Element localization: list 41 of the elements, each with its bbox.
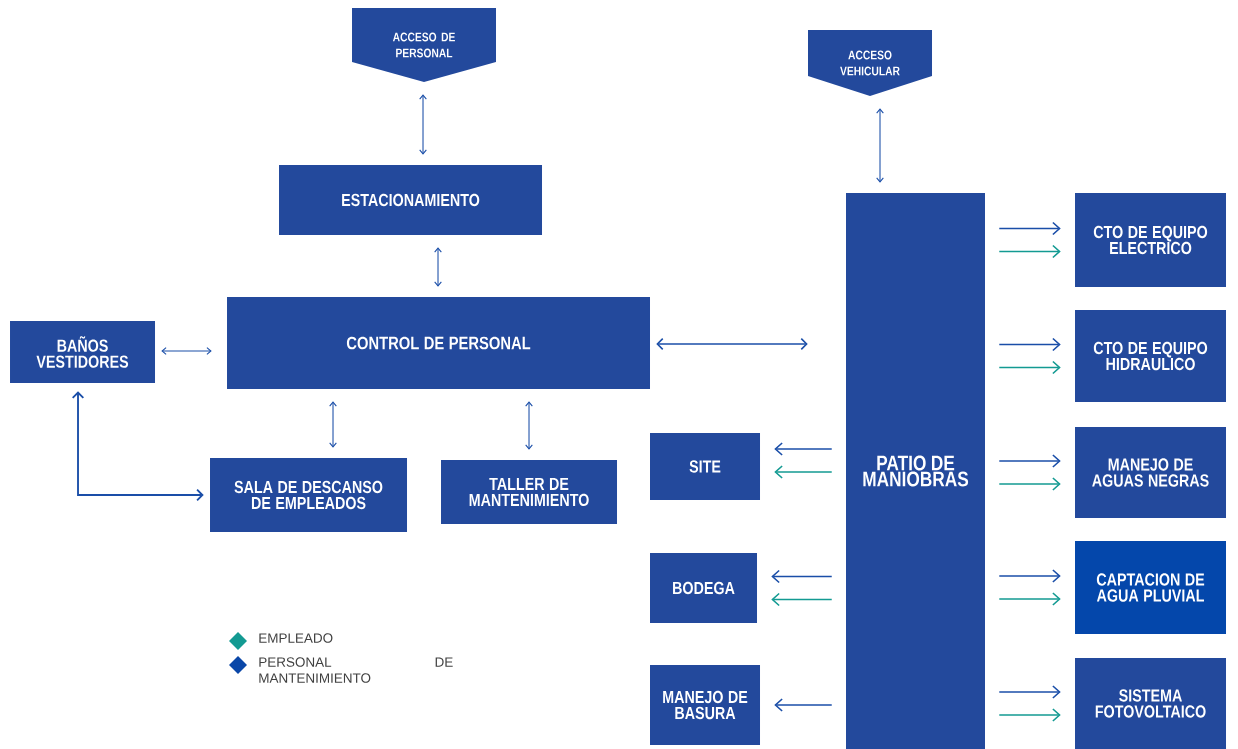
arrow: [771, 592, 833, 607]
area-box: CAPTACION DE AGUA PLUVIAL: [1075, 541, 1226, 634]
area-box: SITE: [650, 433, 760, 500]
arrow: [774, 442, 833, 456]
access-pentagon: ACCESO DE PERSONAL: [352, 8, 496, 82]
arrow: [998, 360, 1061, 375]
arrow: [771, 569, 833, 584]
arrow: [998, 708, 1061, 722]
arrow: [998, 592, 1061, 606]
arrow: [998, 337, 1061, 352]
arrow: [329, 401, 337, 448]
arrow: [434, 247, 442, 287]
arrow: [998, 477, 1061, 491]
area-box: BAÑOS VESTIDORES: [10, 321, 155, 383]
legend-label: PERSONAL DE MANTENIMIENTO: [259, 657, 453, 683]
area-box: ESTACIONAMIENTO: [279, 165, 542, 235]
area-box: SALA DE DESCANSO DE EMPLEADOS: [210, 458, 407, 532]
area-box: CONTROL DE PERSONAL: [227, 297, 650, 389]
arrow: [998, 569, 1061, 583]
legend-label: EMPLEADO: [259, 633, 333, 643]
area-box: CTO DE EQUIPO ELECTRICO: [1075, 193, 1226, 287]
area-box: BODEGA: [650, 553, 757, 623]
area-box: TALLER DE MANTENIMIENTO: [441, 460, 617, 524]
arrow: [656, 337, 808, 351]
area-box: MANEJO DE AGUAS NEGRAS: [1075, 427, 1226, 518]
arrow: [419, 94, 427, 155]
arrow: [876, 108, 884, 183]
arrow: [71, 391, 204, 502]
area-box: PATIO DE MANIOBRAS: [846, 193, 985, 749]
arrow: [998, 244, 1061, 259]
arrow: [774, 465, 833, 479]
area-box: MANEJO DE BASURA: [650, 665, 760, 745]
area-box: CTO DE EQUIPO HIDRAULICO: [1075, 310, 1226, 402]
arrow: [998, 685, 1061, 699]
arrow: [998, 221, 1061, 236]
area-box: SISTEMA FOTOVOLTAICO: [1075, 658, 1226, 749]
arrow: [525, 401, 533, 450]
arrow: [161, 347, 212, 355]
arrow: [998, 454, 1061, 468]
access-pentagon: ACCESO VEHICULAR: [808, 30, 932, 96]
arrow: [774, 698, 833, 712]
